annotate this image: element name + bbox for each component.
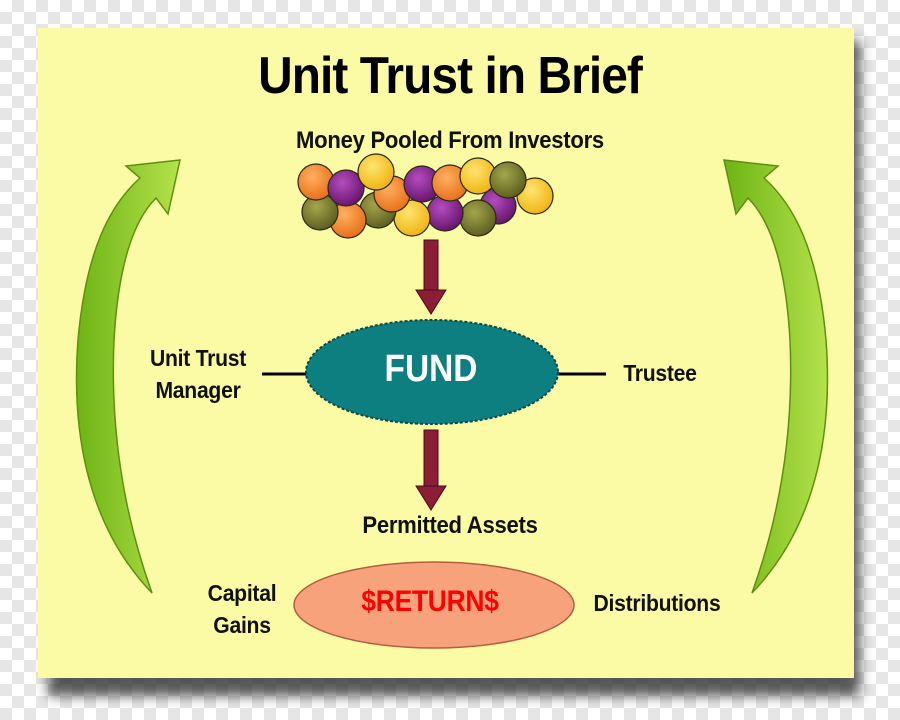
manager-label-line-2: Manager	[155, 377, 241, 403]
diagram-title: Unit Trust in Brief	[258, 47, 643, 105]
fund-to-assets-arrow-icon	[415, 429, 447, 511]
returns-ellipse	[293, 561, 575, 649]
trustee-label: Trustee	[623, 360, 697, 386]
left-loop-arrow-icon	[75, 159, 181, 594]
right-loop-arrow-icon	[723, 159, 829, 594]
unit-trust-manager-label: Unit Trust Manager	[124, 342, 271, 406]
distributions-label: Distributions	[593, 590, 721, 616]
pool-to-fund-arrow-icon	[415, 239, 447, 315]
capital-gains-line-2: Gains	[213, 612, 271, 638]
coin-pile-icon	[297, 153, 554, 239]
manager-label-line-1: Unit Trust	[150, 345, 246, 371]
fund-label: FUND	[384, 348, 478, 390]
money-pooled-label: Money Pooled From Investors	[296, 127, 604, 154]
returns-label: $RETURN$	[361, 585, 499, 618]
capital-gains-label: Capital Gains	[178, 577, 307, 641]
fund-ellipse	[305, 319, 559, 425]
capital-gains-line-1: Capital	[207, 580, 277, 606]
permitted-assets-label: Permitted Assets	[362, 512, 538, 539]
